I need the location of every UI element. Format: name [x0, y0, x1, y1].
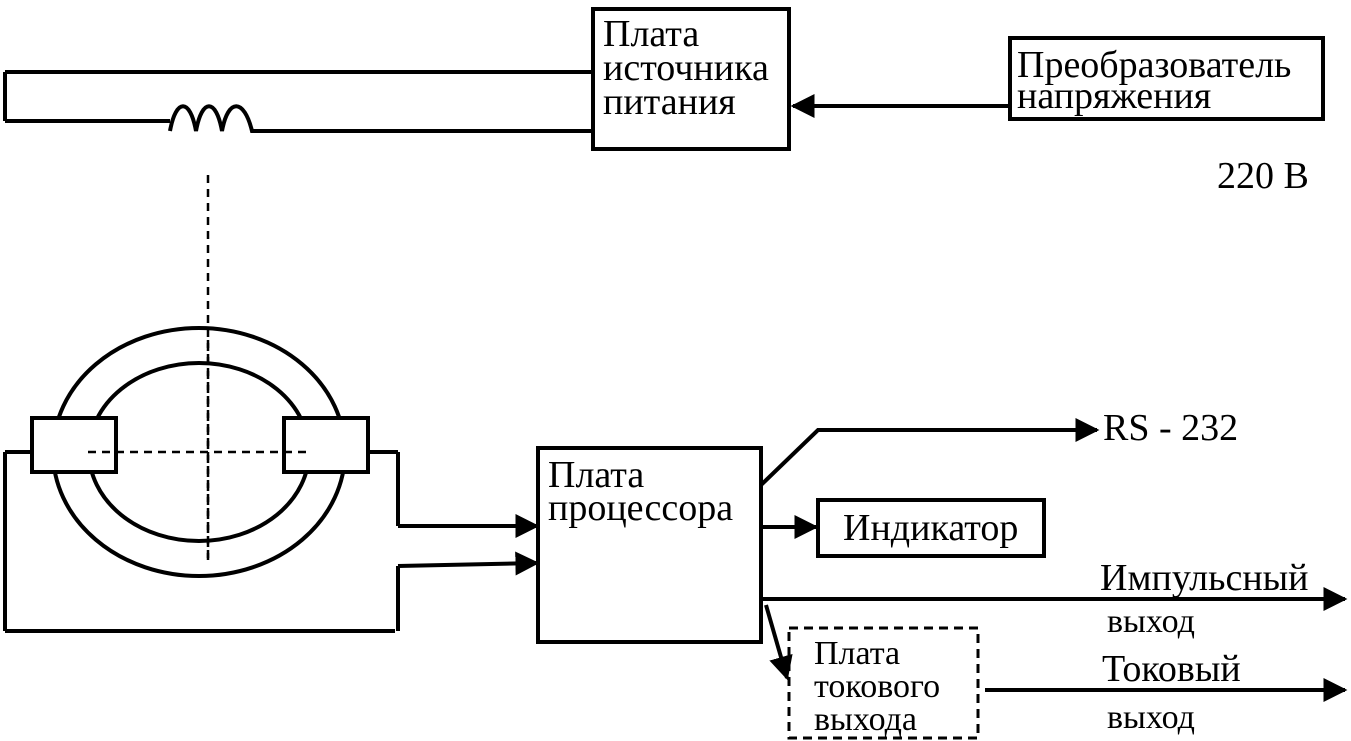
power-board-line-1: Плата: [603, 13, 699, 55]
current-board-line-3: выхода: [814, 701, 917, 738]
flow-sensor: [30, 326, 370, 578]
converter-line-2: напряжения: [1017, 75, 1211, 117]
pulse-output-label-2: выход: [1107, 603, 1195, 640]
mains-voltage-label: 220 В: [1217, 155, 1309, 197]
current-output-label-1: Токовый: [1102, 648, 1241, 690]
pulse-output-label-1: Импульсный: [1100, 557, 1309, 599]
converter-line-1: Преобразователь: [1017, 44, 1291, 86]
power-board-line-2: источника: [603, 47, 769, 89]
excitation-coil-circuit: [3, 70, 593, 560]
left-electrode: [30, 416, 118, 474]
indicator-block: Индикатор: [816, 498, 1046, 558]
processor-board-block: Плата процессора: [536, 446, 763, 644]
current-board-line-1: Плата: [814, 635, 900, 672]
rs232-arrow: [759, 418, 1100, 487]
current-board-line-2: токового: [814, 668, 940, 705]
voltage-converter-block: Преобразователь напряжения: [1008, 36, 1325, 121]
current-board-arrow: [764, 604, 793, 681]
processor-line-2: процессора: [548, 487, 733, 529]
coil-icon: [168, 104, 256, 133]
power-board-block: Плата источника питания: [591, 7, 791, 151]
right-electrode: [282, 416, 370, 474]
rs232-label: RS - 232: [1103, 407, 1238, 449]
processor-line-1: Плата: [548, 454, 644, 496]
sensor-wiring: [3, 450, 540, 633]
power-board-line-3: питания: [603, 81, 736, 123]
current-output-board-block: Плата токового выхода: [787, 626, 980, 740]
indicator-label: Индикатор: [843, 507, 1018, 549]
current-output-label-2: выход: [1107, 699, 1195, 736]
